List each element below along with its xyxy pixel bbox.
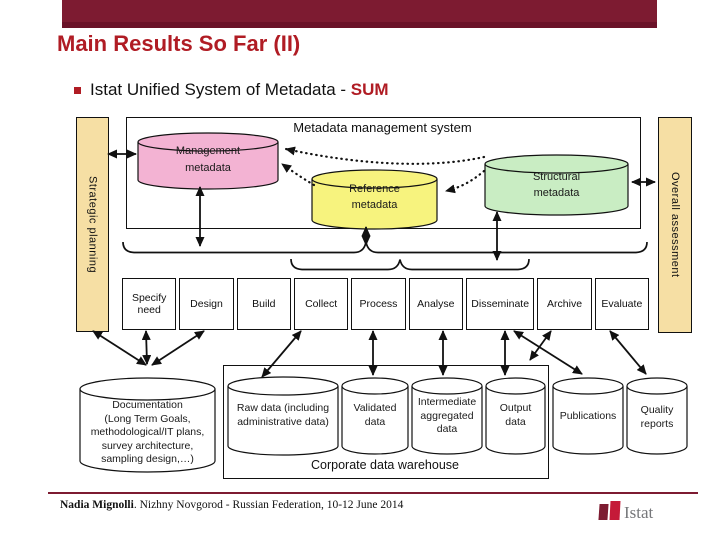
- raw-data-cylinder: [227, 376, 339, 456]
- output-data-cylinder: [485, 377, 546, 455]
- footer-divider: [48, 492, 698, 494]
- output-data-label: Output data: [499, 402, 532, 428]
- structural-metadata-label: Structural metadata: [532, 171, 581, 199]
- footer-credit: Nadia Mignolli. Nizhny Novgorod - Russia…: [60, 499, 404, 511]
- strategic-planning-label: Strategic planning: [86, 175, 99, 274]
- arrow-archive-warehouse: [529, 330, 552, 361]
- quality-reports-label: Quality reports: [640, 404, 674, 430]
- arrow-specify-documentation: [141, 330, 152, 365]
- brace-collect-disseminate: [290, 258, 530, 271]
- documentation-label: Documentation (Long Term Goals, methodol…: [90, 399, 205, 465]
- corporate-data-warehouse-box: [223, 365, 549, 479]
- validated-data-label: Validated data: [353, 402, 397, 428]
- gsbpm-process-row: Specify need Design Build Collect Proces…: [122, 278, 650, 330]
- arrow-design-documentation: [151, 330, 205, 366]
- phase-design: Design: [179, 278, 234, 330]
- arrow-evaluate-quality: [609, 330, 647, 375]
- dotted-structural-management: [284, 146, 486, 165]
- phase-analyse: Analyse: [408, 278, 463, 330]
- publications-label: Publications: [559, 410, 617, 422]
- arrow-collect-rawdata: [261, 330, 302, 378]
- phase-disseminate: Disseminate: [465, 278, 535, 330]
- phase-archive: Archive: [537, 278, 592, 330]
- page-title: Main Results So Far (II): [57, 31, 301, 56]
- validated-data-cylinder: [341, 377, 409, 455]
- documentation-cylinder: [79, 377, 216, 473]
- dotted-arrows: [280, 146, 486, 194]
- raw-data-label: Raw data (including administrative data): [236, 402, 330, 428]
- arrow-disseminate-publications: [513, 330, 583, 375]
- reference-metadata-label: Reference metadata: [349, 183, 400, 211]
- phase-evaluate: Evaluate: [594, 278, 650, 330]
- overall-assessment-bar: Overall assessment: [658, 117, 692, 333]
- bullet-item: Istat Unified System of Metadata - SUM: [74, 80, 389, 100]
- dotted-reference-management: [280, 162, 316, 187]
- structural-metadata-cylinder: [484, 154, 629, 216]
- bullet-icon: [74, 87, 81, 94]
- phase-build: Build: [236, 278, 291, 330]
- quality-reports-cylinder: [626, 377, 688, 455]
- intermediate-data-cylinder: [411, 377, 483, 455]
- cylinders: [79, 132, 688, 473]
- management-metadata-label: Management metadata: [175, 145, 241, 174]
- solid-arrows: [92, 149, 656, 378]
- dotted-structural-reference: [444, 169, 486, 194]
- reference-metadata-cylinder: [311, 169, 438, 230]
- arrow-planning-documentation: [92, 330, 147, 366]
- phase-collect: Collect: [293, 278, 349, 330]
- bullet-highlight: SUM: [350, 80, 389, 99]
- braces: [122, 241, 648, 271]
- phase-process: Process: [351, 278, 406, 330]
- publications-cylinder: [552, 377, 624, 455]
- mms-box-title: Metadata management system: [293, 120, 472, 135]
- bullet-text: Istat Unified System of Metadata - SUM: [90, 80, 389, 99]
- istat-logo-text: Istat: [624, 503, 654, 522]
- phase-specify-need: Specify need: [122, 278, 177, 330]
- footer-author: Nadia Mignolli: [60, 499, 134, 511]
- istat-logo: Istat: [598, 501, 654, 523]
- management-metadata-cylinder: [137, 132, 279, 190]
- warehouse-label: Corporate data warehouse: [310, 458, 459, 472]
- intermediate-data-label: Intermediate aggregated data: [417, 396, 477, 435]
- header-bar: [62, 0, 657, 28]
- strategic-planning-bar: Strategic planning: [76, 117, 109, 332]
- brace-all-phases: [122, 241, 648, 254]
- overall-assessment-label: Overall assessment: [669, 172, 681, 278]
